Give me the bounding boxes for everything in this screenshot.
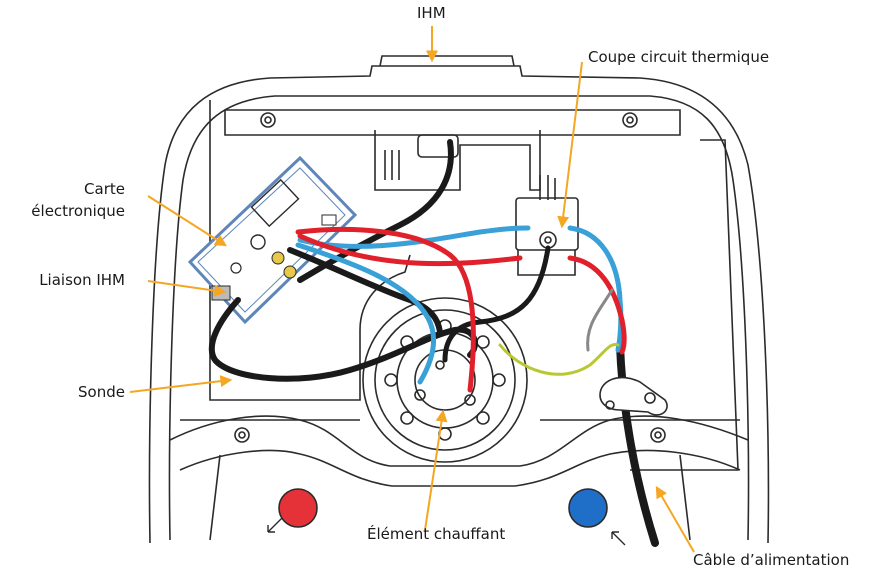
wire-black-cable bbox=[616, 341, 659, 547]
arrow-carte bbox=[147, 195, 228, 247]
arrow-element bbox=[424, 409, 448, 531]
arrow-sonde bbox=[129, 375, 233, 393]
wire-black-3 bbox=[287, 247, 443, 335]
wire-blue-3 bbox=[567, 225, 624, 353]
callout-arrows bbox=[129, 26, 695, 553]
wire-grey bbox=[586, 288, 614, 352]
label-coupe-circuit: Coupe circuit thermique bbox=[588, 48, 770, 66]
wire-red-2 bbox=[297, 233, 523, 267]
wire-green-yellow bbox=[498, 342, 620, 376]
wire-blue-2 bbox=[297, 225, 531, 249]
cable-clamp bbox=[599, 376, 668, 416]
thermal-cutout bbox=[515, 175, 579, 276]
wire-blue-1 bbox=[295, 242, 436, 385]
housing bbox=[148, 55, 770, 544]
hot-water-button bbox=[267, 488, 318, 533]
wires bbox=[208, 139, 659, 547]
electronic-board bbox=[187, 155, 358, 325]
wire-red-3 bbox=[567, 255, 627, 355]
cold-water-button bbox=[568, 488, 626, 546]
label-carte-line2: électronique bbox=[31, 202, 125, 220]
arrow-liaison bbox=[147, 280, 227, 297]
label-element-chauffant: Élément chauffant bbox=[367, 525, 506, 543]
wire-black-supply bbox=[442, 245, 551, 363]
arrow-coupe-circuit bbox=[557, 61, 583, 229]
label-cable-alimentation: Câble d’alimentation bbox=[693, 551, 850, 569]
label-carte-line1: Carte bbox=[84, 180, 125, 198]
arrow-cable bbox=[655, 485, 695, 553]
label-ihm: IHM bbox=[417, 4, 446, 22]
label-sonde: Sonde bbox=[78, 383, 125, 401]
wire-red-1 bbox=[295, 226, 476, 393]
label-liaison-ihm: Liaison IHM bbox=[39, 271, 125, 289]
heating-element bbox=[362, 297, 528, 463]
